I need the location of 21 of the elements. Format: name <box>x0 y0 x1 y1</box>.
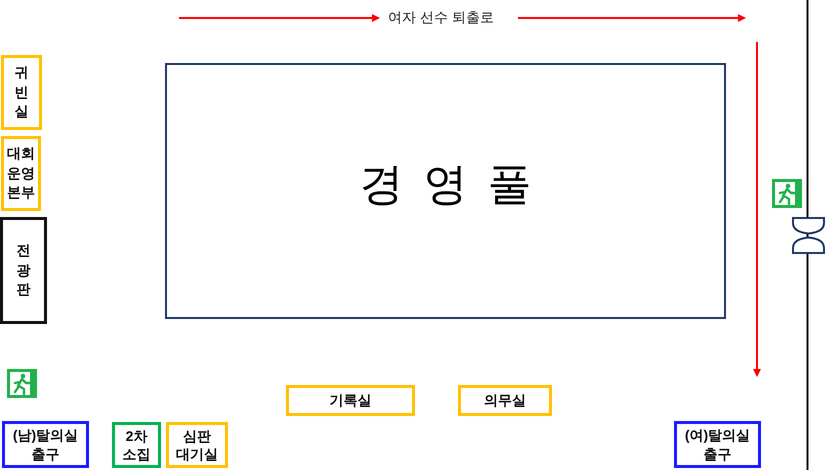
room-box <box>1 55 42 130</box>
room-name: 심판 대기실 <box>175 426 219 464</box>
room-name: 2차 소집 <box>122 426 152 464</box>
room-box <box>2 421 89 468</box>
room-name: (여)탈의실 출구 <box>684 426 752 463</box>
room-name: 기록실 <box>330 391 372 410</box>
route-label: 여자 선수 퇴출로 <box>388 9 494 27</box>
scoreboard-box <box>0 217 47 324</box>
room-name: (남)탈의실 출구 <box>12 426 80 463</box>
room-box <box>674 421 761 468</box>
room-name: 대회운영본부 <box>7 144 35 202</box>
room-name: 의무실 <box>484 391 526 410</box>
scoreboard-label: 전광판 <box>16 241 30 300</box>
room-box <box>1 136 41 211</box>
room-box <box>112 422 161 468</box>
pool-name: 경 영 풀 <box>359 158 532 210</box>
pool-outline <box>165 63 726 319</box>
room-box <box>286 385 415 416</box>
room-box <box>166 422 228 468</box>
room-box <box>458 385 552 416</box>
room-name: 귀빈실 <box>14 63 28 122</box>
